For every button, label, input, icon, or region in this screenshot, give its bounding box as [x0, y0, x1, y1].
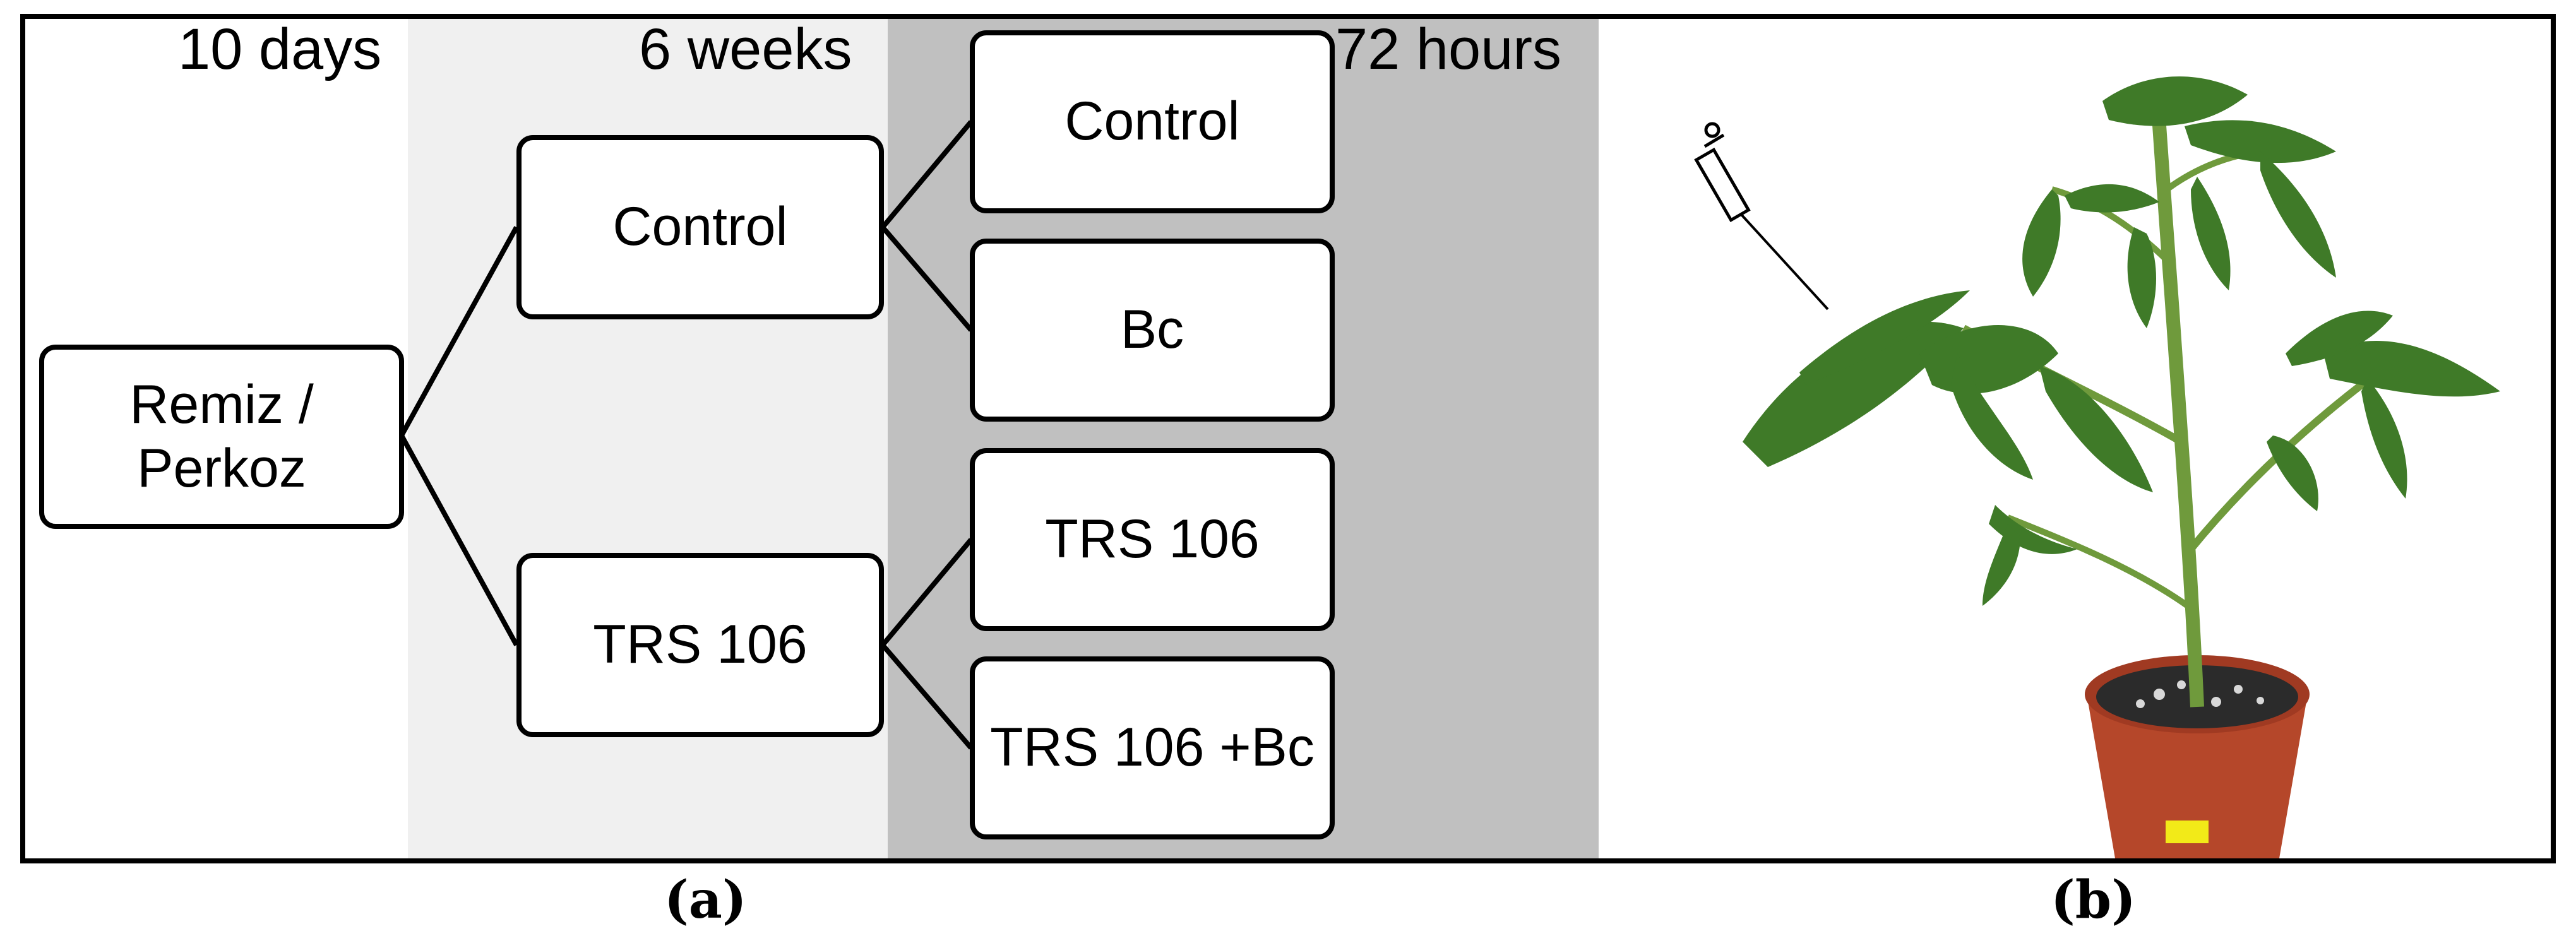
- leaf-box-trs-106-bc: TRS 106 +Bc: [970, 656, 1335, 839]
- panel-label-b: (b): [2051, 870, 2136, 930]
- syringe-icon: [1694, 122, 1829, 311]
- leaf-box-trs-106: TRS 106: [970, 448, 1335, 631]
- mid-box-trs-106: TRS 106: [516, 553, 884, 737]
- figure-frame: [20, 14, 2556, 863]
- phase-label-10-days: 10 days: [178, 17, 382, 81]
- plant-photo: [1694, 76, 2500, 858]
- phase-label-6-weeks: 6 weeks: [639, 17, 852, 81]
- tree-connectors: [399, 120, 974, 750]
- leaf-box-bc: Bc: [970, 239, 1335, 422]
- root-box-line1: Remiz /: [129, 374, 314, 435]
- root-box-label: Remiz / Perkoz: [129, 373, 313, 501]
- mid-box-control: Control: [516, 135, 884, 319]
- leaf-box-control: Control: [970, 30, 1335, 213]
- phase-label-72-hours: 72 hours: [1335, 17, 1562, 81]
- root-box-line2: Perkoz: [137, 438, 306, 499]
- tomato-plant-icon: [1743, 76, 2500, 708]
- root-box-remiz-perkoz: Remiz / Perkoz: [39, 345, 404, 529]
- panel-label-a: (a): [664, 870, 747, 930]
